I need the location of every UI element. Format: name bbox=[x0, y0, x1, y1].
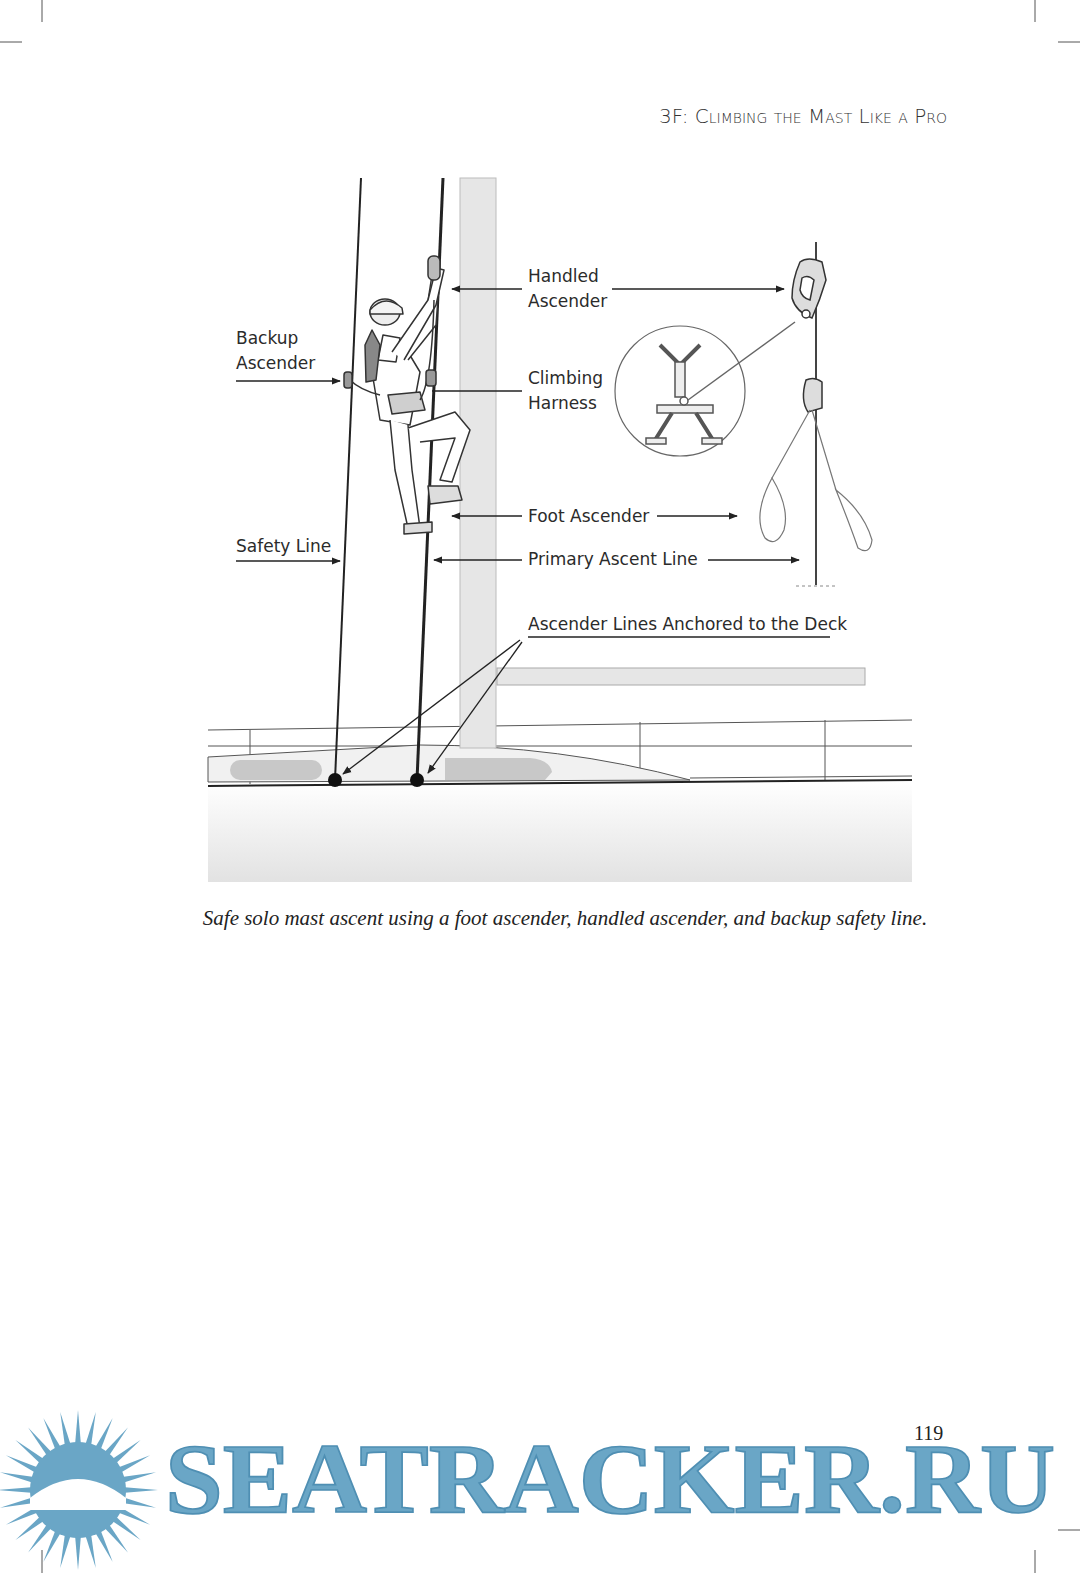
sun-ray bbox=[75, 1410, 81, 1446]
part-label: Safety Line bbox=[236, 534, 331, 559]
harness-inset bbox=[615, 326, 745, 456]
inset-tether bbox=[688, 322, 795, 400]
tethers bbox=[344, 256, 440, 400]
sun-ray bbox=[0, 1487, 34, 1493]
cabin-top bbox=[208, 745, 690, 782]
safety-line bbox=[335, 178, 361, 780]
primary-ascent-line bbox=[417, 178, 443, 780]
sun-ray bbox=[120, 1472, 156, 1483]
sun-ray bbox=[75, 1534, 81, 1570]
deck-ground bbox=[208, 782, 912, 882]
climber-figure bbox=[365, 268, 470, 534]
part-label: Foot Ascender bbox=[528, 504, 649, 529]
deck-rail bbox=[208, 720, 912, 784]
harness-symbol bbox=[646, 345, 722, 444]
figure-caption: Safe solo mast ascent using a foot ascen… bbox=[150, 906, 980, 931]
porthole bbox=[445, 758, 552, 780]
sun-ray bbox=[122, 1487, 158, 1493]
foot-loops bbox=[760, 410, 872, 551]
anchor-point bbox=[328, 773, 342, 787]
handled-ascender-detail bbox=[792, 259, 826, 318]
watermark: SEATRACKER.RU bbox=[165, 1428, 1055, 1530]
sun-ray bbox=[85, 1412, 96, 1448]
part-label: Climbing Harness bbox=[528, 366, 638, 416]
sun-ray bbox=[0, 1472, 36, 1483]
leader-lines bbox=[236, 289, 830, 774]
part-label: Handled Ascender bbox=[528, 264, 638, 314]
deck-edge bbox=[208, 780, 912, 786]
watermark-sun bbox=[0, 1410, 158, 1570]
sun-ray bbox=[85, 1532, 96, 1568]
running-header: 3F: Climbing the Mast Like a Pro bbox=[659, 104, 947, 128]
sun-ray bbox=[60, 1532, 71, 1568]
boom bbox=[497, 668, 865, 685]
porthole bbox=[230, 760, 322, 780]
part-label: Ascender Lines Anchored to the Deck bbox=[528, 612, 847, 637]
sun-ray bbox=[60, 1412, 71, 1448]
part-label: Primary Ascent Line bbox=[528, 547, 698, 572]
foot-ascender-detail bbox=[803, 378, 822, 412]
part-label: Backup Ascender bbox=[236, 326, 346, 376]
rope-end bbox=[796, 586, 838, 587]
anchor-point bbox=[410, 773, 424, 787]
